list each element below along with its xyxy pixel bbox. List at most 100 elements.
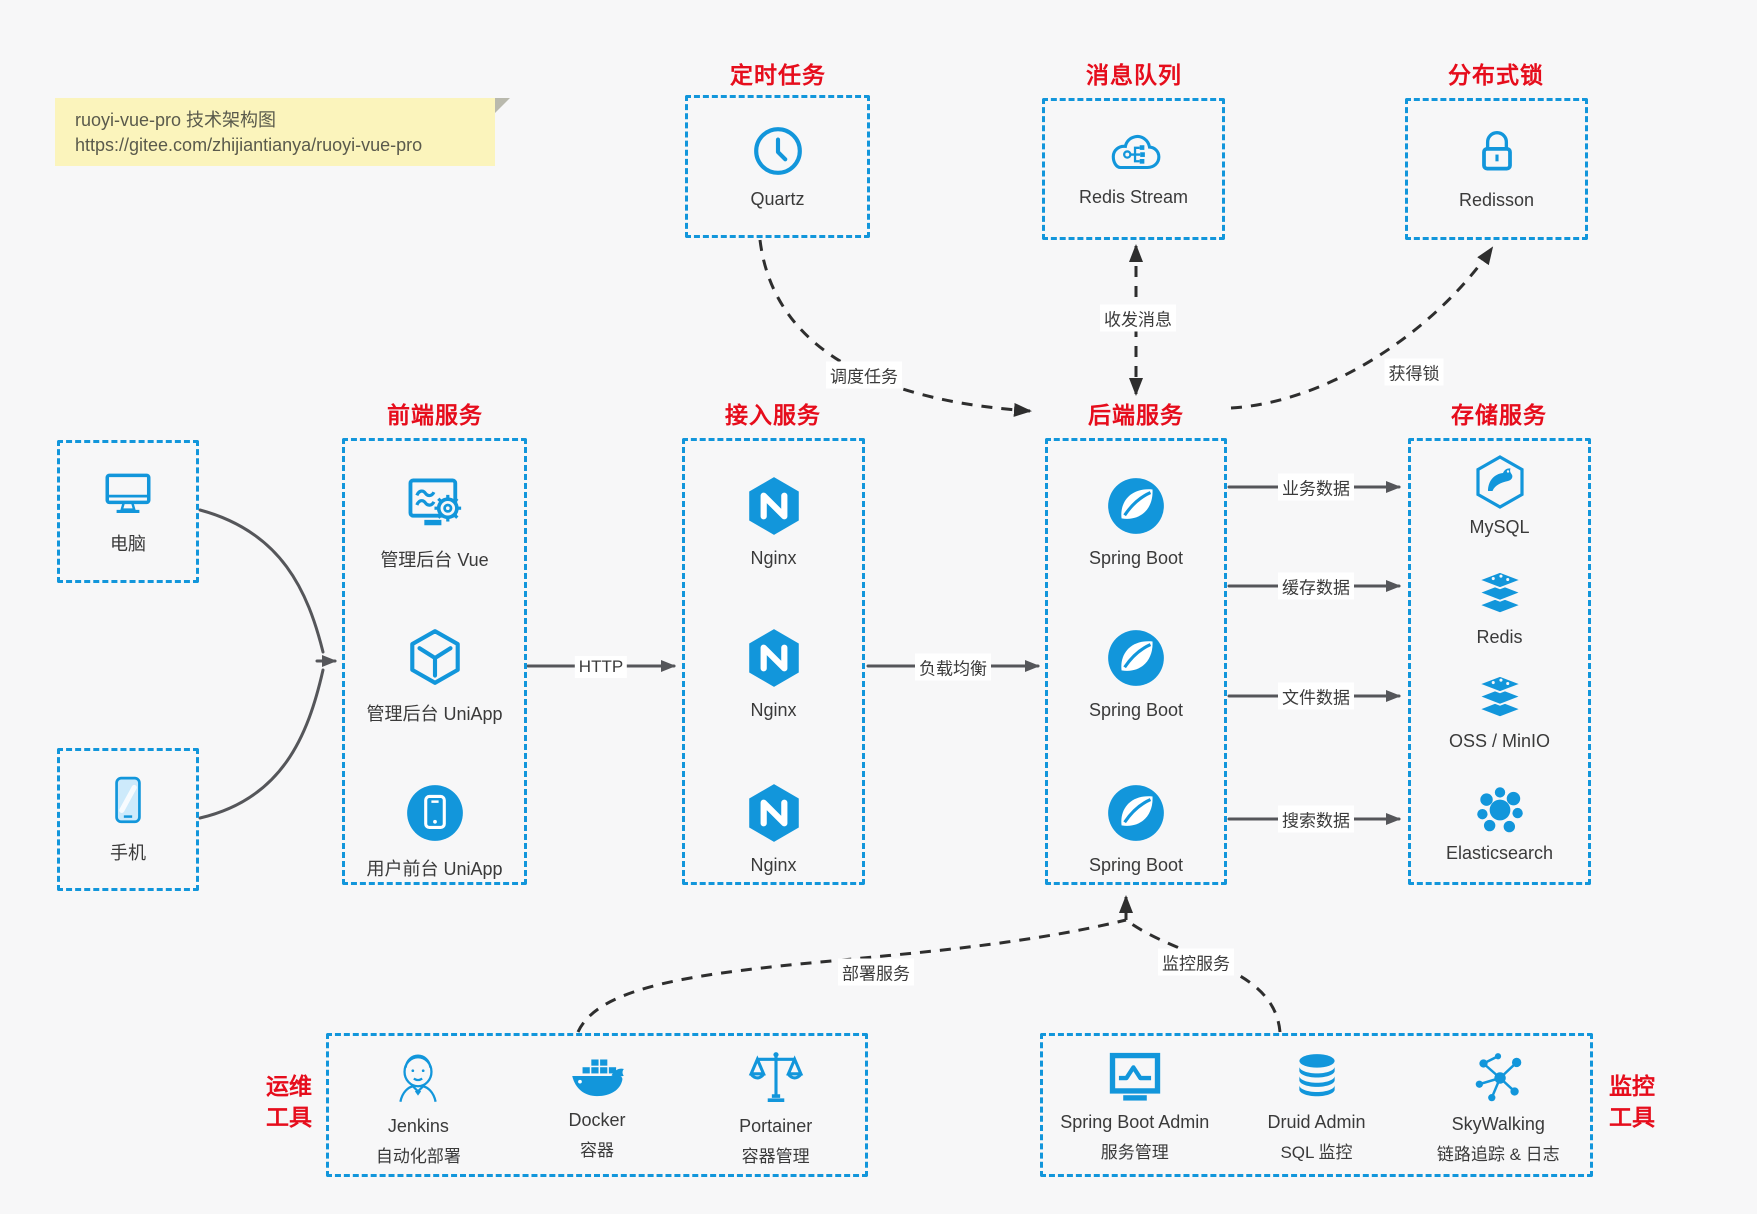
edge-mobile-frontend (198, 668, 325, 820)
node-nginx-1: Nginx (685, 474, 862, 569)
edge-label-acquire-lock: 获得锁 (1384, 358, 1444, 386)
tool-name: Portainer (739, 1116, 813, 1136)
node-label: 用户前台 UniApp (366, 859, 503, 879)
node-portainer: Portainer 容器管理 (686, 1050, 865, 1167)
sticky-note: ruoyi-vue-pro 技术架构图 https://gitee.com/zh… (55, 98, 510, 166)
node-mysql: MySQL (1411, 453, 1588, 538)
tool-desc: 容器管理 (741, 1147, 810, 1166)
node-redis: Redis (1411, 569, 1588, 648)
node-label: Quartz (750, 188, 805, 209)
node-label: OSS / MinIO (1448, 731, 1551, 751)
oss-stack-icon (1472, 673, 1528, 723)
desktop-icon (100, 467, 156, 519)
tool-desc: 服务管理 (1100, 1143, 1169, 1162)
box-gateway: Nginx Nginx Nginx (682, 438, 865, 885)
node-docker: Docker 容器 (508, 1050, 687, 1161)
group-title-storage: 存储服务 (1451, 402, 1547, 428)
group-title-monitoring: 监控 工具 (1609, 1073, 1655, 1130)
group-title-lock: 分布式锁 (1448, 62, 1544, 88)
nginx-icon (742, 626, 806, 690)
node-label: Redisson (1458, 190, 1535, 210)
node-label: Spring Boot (1088, 700, 1184, 720)
nginx-icon (742, 781, 806, 845)
tool-desc: SQL 监控 (1280, 1143, 1353, 1162)
edge-label-cache-data: 缓存数据 (1278, 572, 1354, 600)
spring-icon (1104, 781, 1168, 845)
tool-name: Druid Admin (1267, 1112, 1366, 1132)
spring-icon (1104, 474, 1168, 538)
box-mq: Redis Stream (1042, 98, 1225, 240)
box-backend: Spring Boot Spring Boot Spring Boot (1045, 438, 1227, 885)
edge-acquire-lock (1230, 246, 1494, 410)
group-title-ops: 运维 工具 (266, 1073, 312, 1130)
node-admin-vue: 管理后台 Vue (345, 474, 524, 572)
node-label: Redis Stream (1078, 187, 1189, 207)
box-storage: MySQL Redis OSS (1408, 438, 1591, 885)
node-elasticsearch: Elasticsearch (1411, 783, 1588, 864)
node-springboot-1: Spring Boot (1048, 474, 1224, 569)
box-scheduler: Quartz (685, 95, 870, 238)
node-label: Redis (1476, 627, 1523, 647)
elasticsearch-icon (1471, 783, 1529, 837)
tool-name: Docker (568, 1110, 626, 1130)
node-label: 管理后台 Vue (380, 550, 489, 570)
tool-name: Spring Boot Admin (1060, 1112, 1210, 1132)
nginx-icon (742, 474, 806, 538)
jenkins-icon (390, 1050, 446, 1108)
group-title-backend: 后端服务 (1088, 402, 1184, 428)
edge-label-send-receive: 收发消息 (1100, 304, 1176, 332)
box-pc: 电脑 (57, 440, 199, 583)
boot-admin-icon (1105, 1050, 1165, 1104)
box-mobile: 手机 (57, 748, 199, 891)
node-label: Nginx (750, 548, 797, 568)
node-label: Spring Boot (1088, 855, 1184, 875)
client-label: 手机 (110, 843, 146, 863)
edge-label-deploy-service: 部署服务 (838, 958, 914, 986)
box-monitoring: Spring Boot Admin 服务管理 Druid Admin SQL 监… (1040, 1033, 1593, 1177)
group-title-scheduler: 定时任务 (730, 62, 826, 88)
spring-icon (1104, 626, 1168, 690)
clock-icon (751, 124, 805, 178)
group-title-gateway: 接入服务 (725, 402, 821, 428)
edge-pc-frontend (198, 508, 325, 654)
portainer-icon (747, 1050, 805, 1108)
edge-label-load-balance: 负载均衡 (915, 653, 991, 681)
mysql-icon (1471, 453, 1529, 511)
tool-name: SkyWalking (1451, 1114, 1545, 1134)
node-label: MySQL (1469, 517, 1530, 537)
node-admin-uniapp: 管理后台 UniApp (345, 626, 524, 726)
client-label: 电脑 (110, 534, 146, 554)
box-lock: Redisson (1405, 98, 1588, 240)
node-jenkins: Jenkins 自动化部署 (329, 1050, 508, 1167)
tool-desc: 自动化部署 (375, 1147, 461, 1166)
tool-desc: 容器 (580, 1141, 614, 1160)
group-title-frontend: 前端服务 (387, 402, 483, 428)
edge-label-http: HTTP (574, 656, 628, 678)
node-label: Nginx (750, 700, 797, 720)
node-label: 管理后台 UniApp (366, 704, 503, 724)
node-springboot-3: Spring Boot (1048, 781, 1224, 876)
node-user-uniapp: 用户前台 UniApp (345, 781, 524, 881)
node-springboot-2: Spring Boot (1048, 626, 1224, 721)
group-title-mq: 消息队列 (1086, 62, 1182, 88)
edge-label-file-data: 文件数据 (1278, 682, 1354, 710)
node-label: Elasticsearch (1445, 843, 1554, 863)
node-oss: OSS / MinIO (1411, 673, 1588, 752)
tool-desc: 链路追踪 & 日志 (1436, 1145, 1560, 1164)
user-app-icon (403, 781, 467, 845)
cloud-network-icon (1105, 130, 1163, 176)
node-boot-admin: Spring Boot Admin 服务管理 (1045, 1050, 1225, 1163)
tool-name: Jenkins (387, 1116, 449, 1136)
uniapp-cube-icon (403, 626, 467, 690)
node-druid: Druid Admin SQL 监控 (1227, 1050, 1407, 1163)
node-label: Spring Boot (1088, 548, 1184, 568)
note-url: https://gitee.com/zhijiantianya/ruoyi-vu… (75, 135, 423, 155)
box-ops: Jenkins 自动化部署 Docker 容器 (326, 1033, 868, 1177)
smartphone-icon (104, 774, 152, 828)
admin-vue-icon (403, 474, 467, 536)
redis-stack-icon (1472, 569, 1528, 619)
edge-label-schedule-task: 调度任务 (826, 361, 902, 389)
edge-monitor-service (1125, 918, 1282, 1033)
note-title: ruoyi-vue-pro 技术架构图 (75, 110, 277, 130)
